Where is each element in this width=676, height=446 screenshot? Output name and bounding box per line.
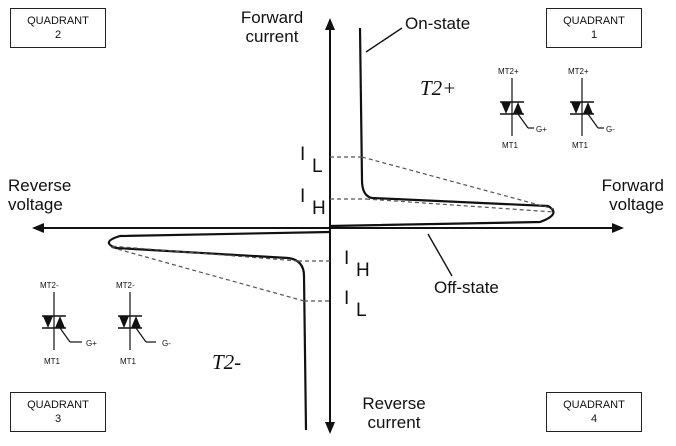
- triac-symbol-q1b: MT2+ MT1 G-: [568, 67, 615, 150]
- q1b-mt2-label: MT2+: [568, 67, 589, 76]
- il-q1-sub: L: [312, 156, 323, 177]
- q1b-mt1-label: MT1: [572, 141, 589, 150]
- q1b-gate-label: G-: [606, 125, 615, 134]
- reverse-current-label: Reverse current: [362, 394, 426, 432]
- q3b-mt1-label: MT1: [120, 357, 137, 366]
- quadrant-2-line1: QUADRANT: [27, 15, 89, 27]
- ih-q1-label: I: [300, 186, 305, 208]
- q3a-gate-label: G+: [86, 339, 97, 348]
- q3-characteristic-curve: [107, 230, 331, 431]
- forward-voltage-label: Forward voltage: [601, 176, 664, 214]
- triac-symbol-q3b: MT2- MT1 G-: [116, 281, 171, 366]
- ih-slope-q3: [109, 245, 299, 262]
- quadrant-2-box: QUADRANT 2: [10, 8, 106, 48]
- quadrant-3-box: QUADRANT 3: [10, 392, 106, 432]
- quadrant-1-box: QUADRANT 1: [546, 8, 642, 48]
- quadrant-1-line2: 1: [590, 29, 598, 41]
- quadrant-2-line2: 2: [54, 29, 62, 41]
- quadrant-4-line2: 4: [590, 413, 598, 425]
- ih-q3-label: I: [344, 248, 349, 270]
- quadrant-3-line1: QUADRANT: [27, 399, 89, 411]
- t2-minus-label: T2-: [212, 350, 242, 374]
- quadrant-4-line1: QUADRANT: [563, 399, 625, 411]
- il-q3-label: I: [344, 288, 349, 310]
- ih-q3-sub: H: [356, 260, 370, 281]
- q1a-mt1-label: MT1: [502, 141, 519, 150]
- ih-slope-q1: [365, 198, 555, 213]
- quadrant-1-line1: QUADRANT: [563, 15, 625, 27]
- q3a-mt1-label: MT1: [44, 357, 61, 366]
- q1a-gate-label: G+: [536, 125, 547, 134]
- on-state-label: On-state: [405, 14, 471, 33]
- q3b-gate-label: G-: [162, 339, 171, 348]
- triac-symbol-q3a: MT2- MT1 G+: [40, 281, 97, 366]
- il-slope-q1: [361, 156, 555, 210]
- q1-characteristic-curve: [329, 27, 555, 228]
- q1a-mt2-label: MT2+: [498, 67, 519, 76]
- off-state-label: Off-state: [434, 278, 499, 297]
- forward-current-label: Forward current: [240, 8, 304, 46]
- il-q1-label: I: [300, 144, 305, 166]
- quadrant-4-box: QUADRANT 4: [546, 392, 642, 432]
- il-q3-letter: I: [344, 288, 350, 309]
- ih-q3-letter: I: [344, 248, 350, 269]
- t2-plus-label: T2+: [420, 76, 457, 100]
- q3a-mt2-label: MT2-: [40, 281, 59, 290]
- ih-q1-letter: I: [300, 186, 306, 207]
- il-q3-sub: L: [356, 300, 367, 321]
- reverse-voltage-label: Reverse voltage: [8, 176, 72, 214]
- il-q1-letter: I: [300, 144, 306, 165]
- il-slope-q3: [109, 246, 305, 302]
- quadrant-3-line2: 3: [54, 413, 62, 425]
- q3b-mt2-label: MT2-: [116, 281, 135, 290]
- ih-q1-sub: H: [312, 198, 326, 219]
- triac-symbol-q1a: MT2+ MT1 G+: [498, 67, 547, 150]
- on-state-leader: [365, 27, 403, 53]
- off-state-leader: [427, 233, 453, 277]
